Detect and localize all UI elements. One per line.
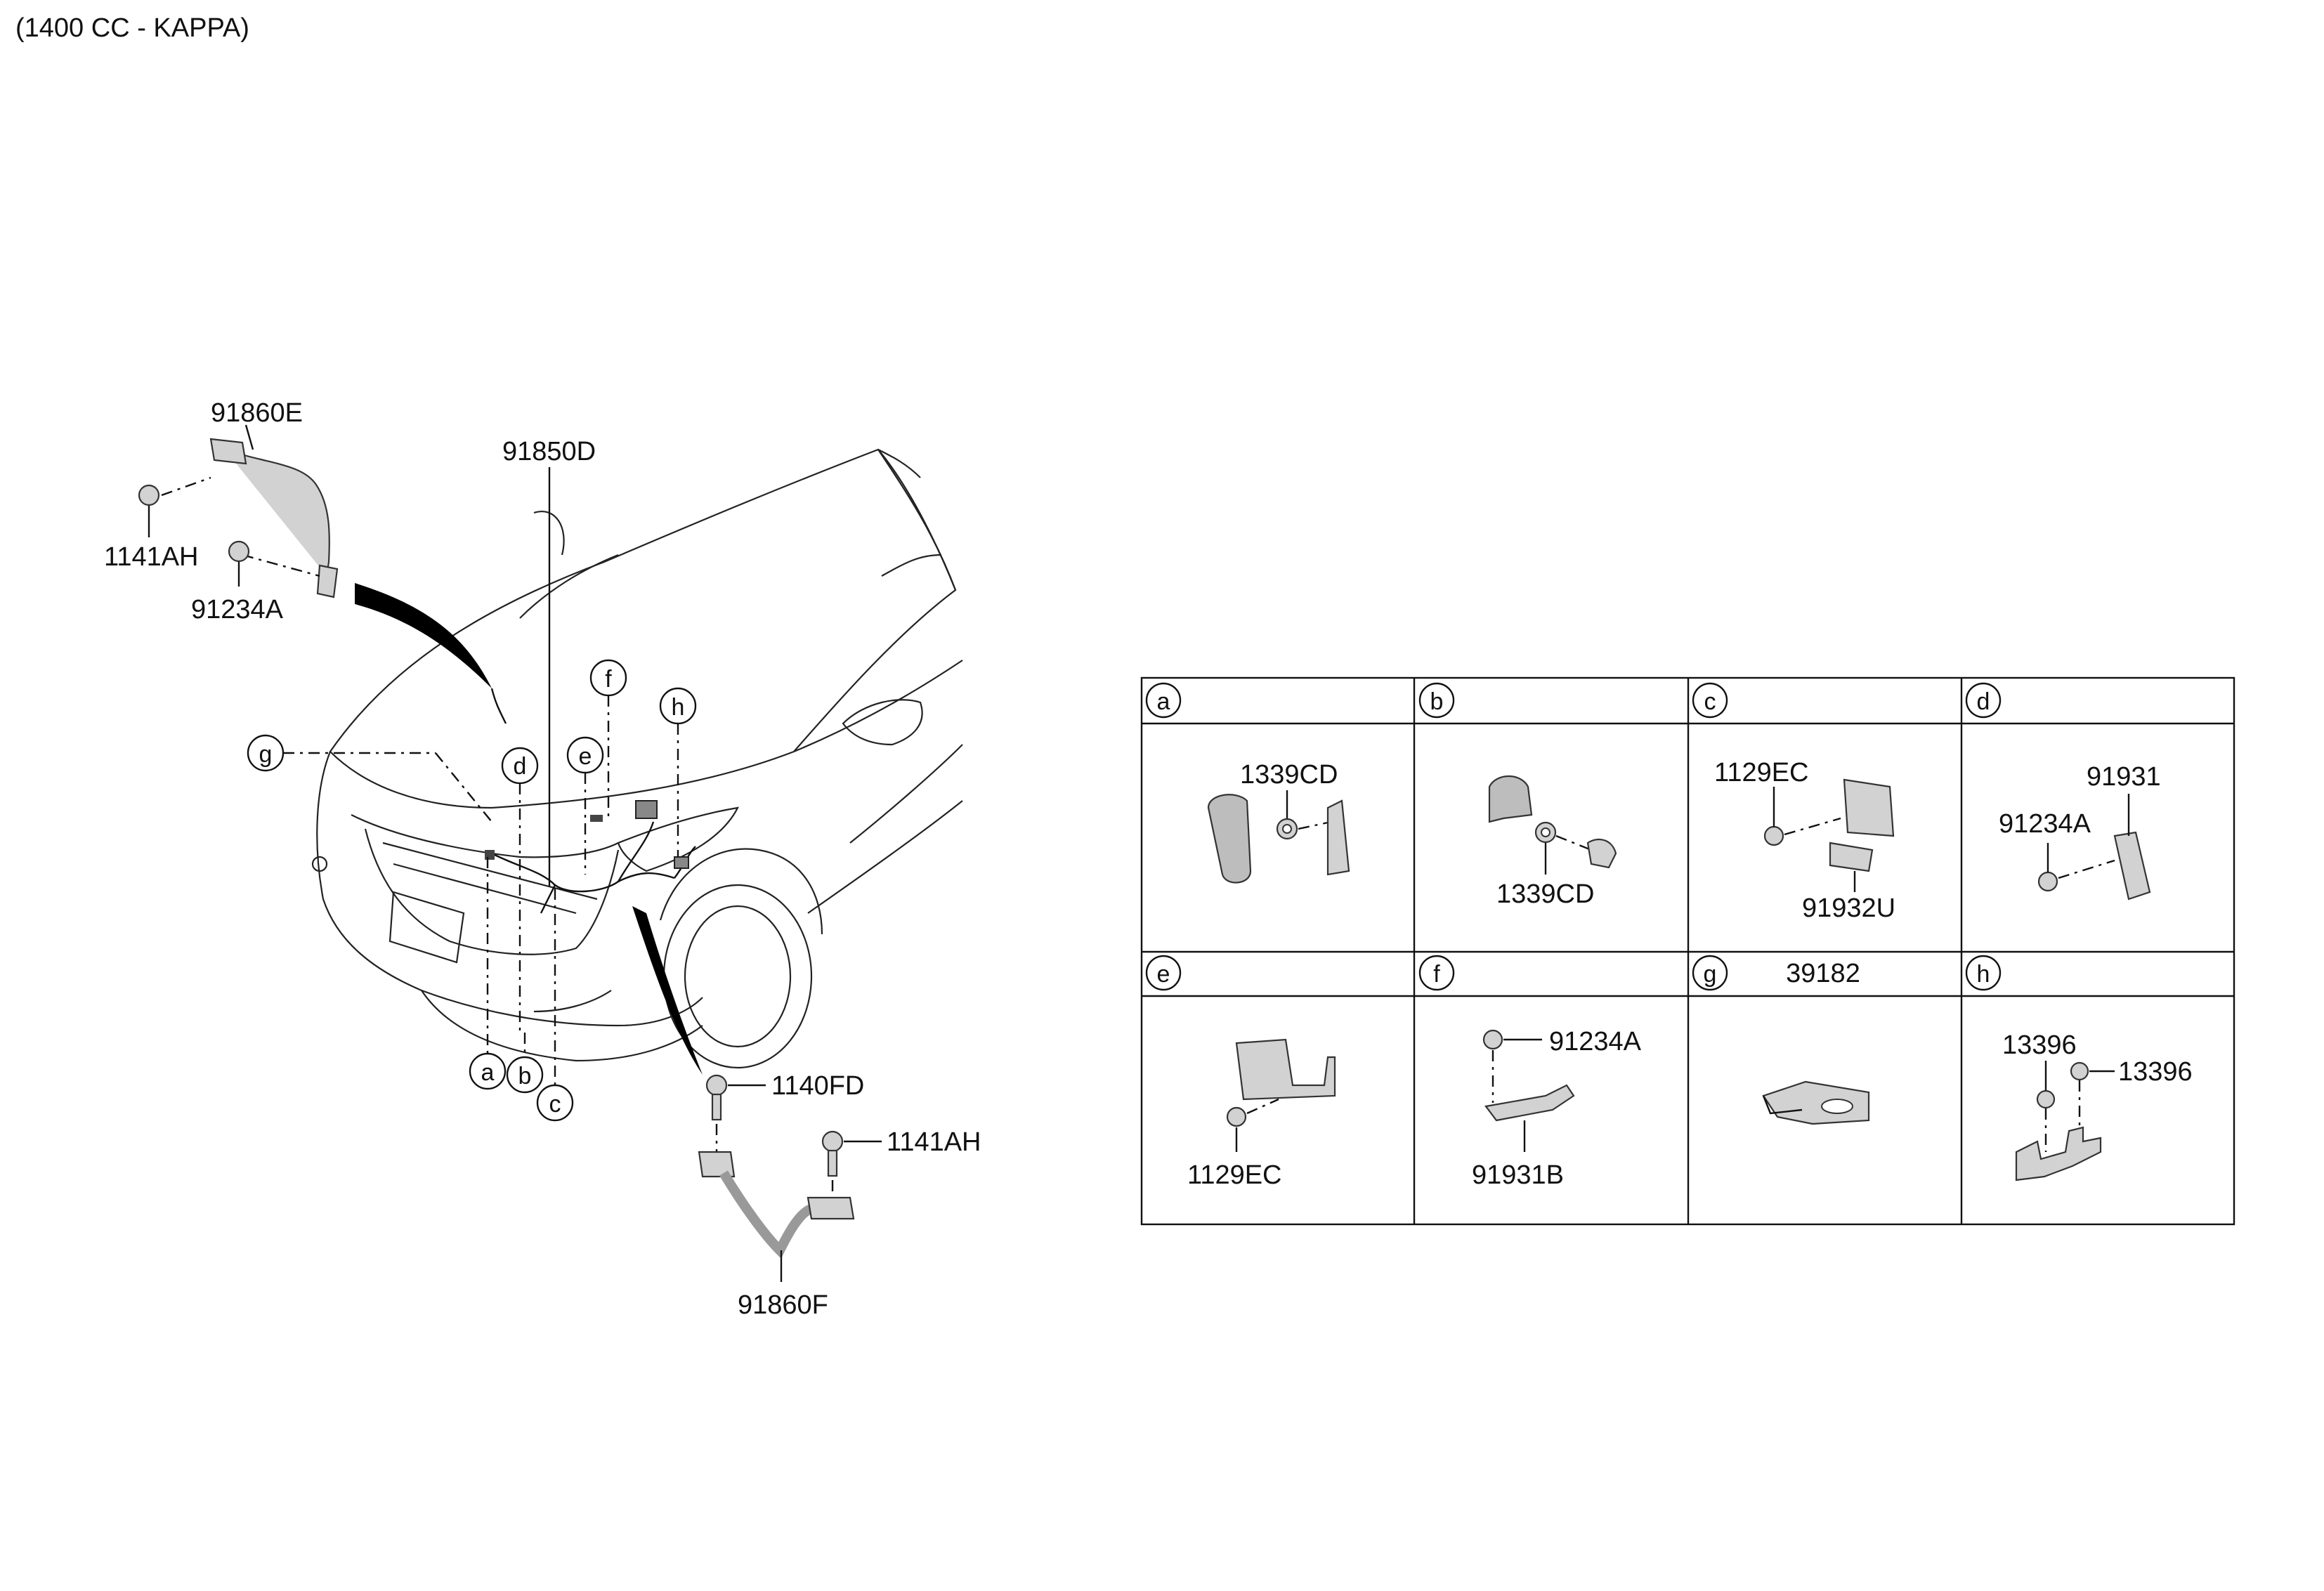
- cell-f-label-91931B: 91931B: [1472, 1160, 1564, 1190]
- callout-d: d: [501, 747, 539, 1033]
- label-91860E: 91860E: [211, 398, 303, 428]
- detail-cell-f: f: [1418, 955, 1575, 1152]
- callout-f: f: [589, 659, 627, 818]
- leader-swoosh-top: [355, 583, 507, 724]
- svg-text:c: c: [549, 1091, 561, 1118]
- callout-b: b: [506, 1033, 544, 1094]
- car-body-drawing: [311, 448, 963, 1069]
- svg-text:a: a: [481, 1059, 495, 1086]
- cell-d-label-91931: 91931: [2087, 762, 2161, 792]
- bolt-1141AH-bottom: [821, 1130, 882, 1208]
- svg-text:e: e: [579, 743, 592, 770]
- cell-c-label-1129EC: 1129EC: [1714, 758, 1809, 787]
- detail-cell-b: b: [1418, 682, 1617, 875]
- label-1141AH-top: 1141AH: [104, 542, 199, 572]
- svg-text:g: g: [259, 741, 273, 768]
- engine-title: (1400 CC - KAPPA): [15, 13, 249, 43]
- leader-swoosh-bottom: [632, 906, 703, 1075]
- svg-text:f: f: [605, 666, 612, 693]
- cell-f-label-91234A: 91234A: [1549, 1027, 1642, 1056]
- battery-cable-91860E: [161, 424, 339, 598]
- svg-text:b: b: [518, 1063, 532, 1089]
- detail-cell-h: h: [1965, 955, 2115, 1181]
- cell-a-letter: a: [1157, 688, 1170, 715]
- bolt-1140FD: [705, 1074, 766, 1152]
- cell-d-label-91234A: 91234A: [1999, 809, 2091, 839]
- label-1141AH-bottom: 1141AH: [887, 1127, 981, 1157]
- cell-g-letter: g: [1704, 961, 1717, 988]
- cell-d-letter: d: [1977, 688, 1990, 715]
- cell-e-label-1129EC: 1129EC: [1187, 1160, 1282, 1190]
- callout-a: a: [469, 857, 507, 1090]
- bolt-91234A-top: [228, 540, 250, 587]
- svg-text:d: d: [514, 753, 527, 780]
- callout-c: c: [536, 889, 574, 1122]
- detail-table: [1140, 676, 2235, 1226]
- callout-e: e: [566, 736, 604, 875]
- cell-c-letter: c: [1704, 688, 1716, 715]
- detail-cell-e: e: [1145, 955, 1336, 1152]
- cell-h-label-13396-a: 13396: [2002, 1030, 2077, 1060]
- detail-cell-g: g: [1692, 955, 1870, 1125]
- cell-c-label-91932U: 91932U: [1802, 893, 1895, 923]
- callout-g: g: [247, 734, 492, 823]
- label-91850D: 91850D: [502, 437, 596, 466]
- detail-cell-c: c: [1692, 682, 1895, 892]
- cell-b-letter: b: [1430, 688, 1444, 715]
- label-91234A-top: 91234A: [191, 595, 284, 624]
- cell-g-header-39182: 39182: [1786, 959, 1860, 988]
- ground-cable-91860F: [698, 1151, 855, 1282]
- cell-a-label-1339CD: 1339CD: [1240, 760, 1338, 790]
- cell-h-letter: h: [1977, 961, 1990, 988]
- cell-e-letter: e: [1157, 961, 1170, 988]
- cell-b-label-1339CD: 1339CD: [1496, 879, 1594, 909]
- svg-text:h: h: [672, 694, 685, 721]
- label-1140FD: 1140FD: [771, 1071, 864, 1101]
- cell-h-label-13396-b: 13396: [2118, 1057, 2193, 1087]
- detail-cell-a: a: [1145, 682, 1350, 884]
- cell-f-letter: f: [1433, 961, 1440, 988]
- label-91860F: 91860F: [738, 1290, 828, 1320]
- callout-h: h: [659, 687, 697, 857]
- detail-cell-d: d: [1965, 682, 2151, 901]
- bolt-1141AH-top: [138, 484, 160, 537]
